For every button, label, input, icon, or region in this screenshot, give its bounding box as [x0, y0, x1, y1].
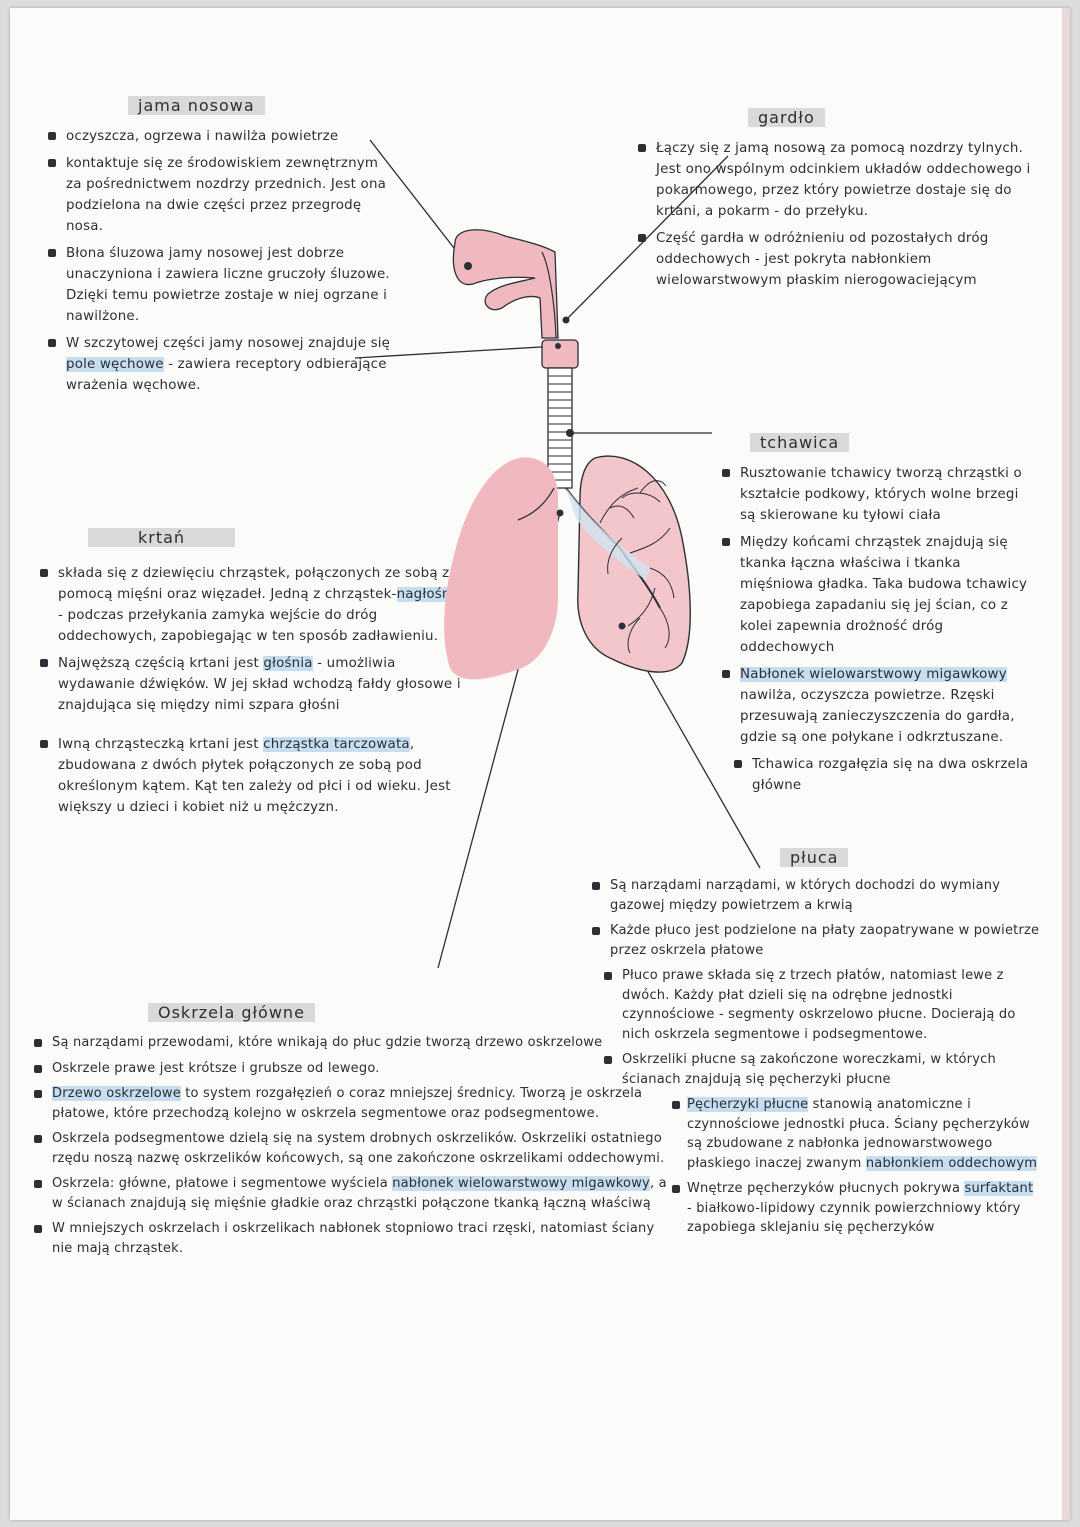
nasal-cavity	[453, 230, 558, 338]
trachea	[548, 368, 572, 488]
respiratory-diagram	[10, 8, 1070, 1520]
pointer-line-krtan	[355, 346, 558, 358]
pointer-line-gardlo	[566, 156, 728, 320]
notebook-page: jama nosowa gardło tchawica krtań płuca …	[10, 8, 1070, 1520]
pointer-line-jama	[370, 140, 468, 266]
right-lung	[444, 457, 558, 679]
